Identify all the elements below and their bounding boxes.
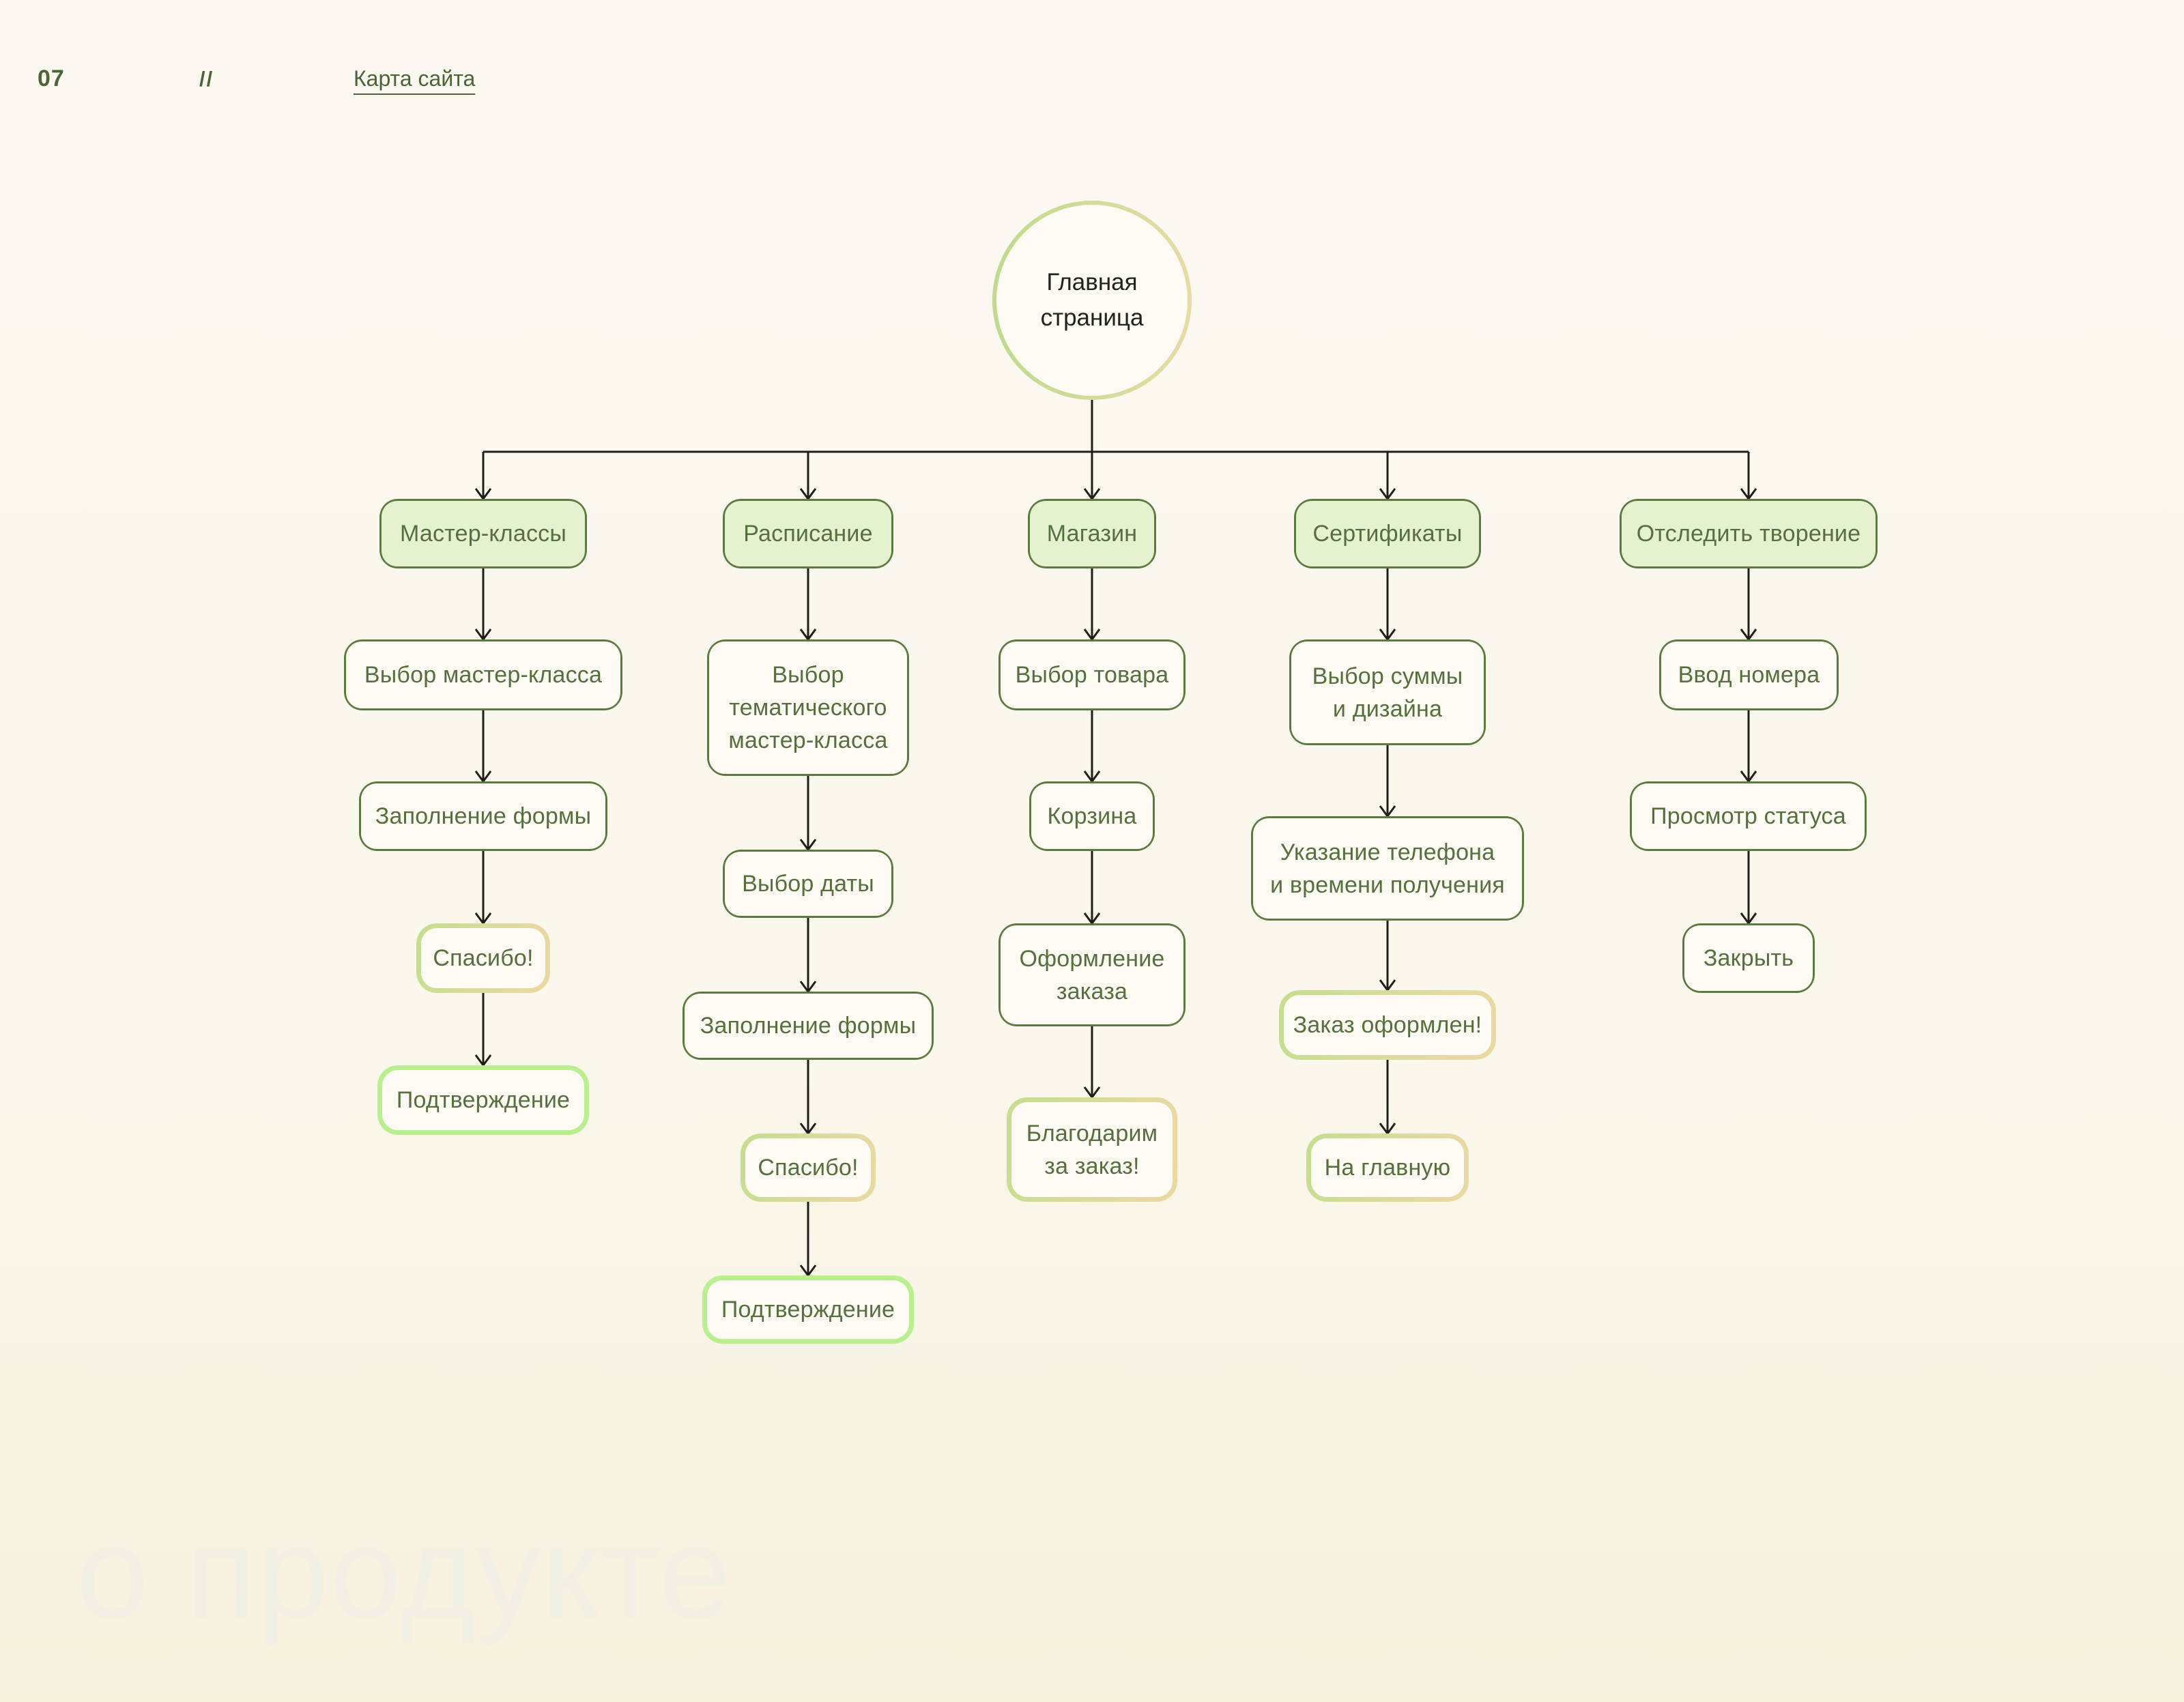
- node-surface: Закрыть: [1684, 925, 1813, 991]
- node-surface: Подтверждение: [382, 1070, 584, 1130]
- node-surface: Мастер-классы: [382, 501, 585, 566]
- node-label: Корзина: [1047, 803, 1137, 829]
- node-label: Сертификаты: [1312, 521, 1463, 547]
- flow-node: Заполнение формы: [682, 992, 934, 1060]
- node-surface: Заказ оформлен!: [1284, 995, 1491, 1055]
- node-label: Выбор суммы и дизайна: [1312, 663, 1463, 722]
- node-surface: Выбор товара: [1001, 641, 1183, 708]
- node-label: Расписание: [743, 521, 873, 547]
- flow-node: Ввод номера: [1659, 639, 1839, 710]
- node-label: Закрыть: [1703, 945, 1794, 971]
- flow-node: Выбор тематического мастер-класса: [707, 639, 909, 776]
- flow-node: Подтверждение: [702, 1275, 914, 1344]
- column-header-node: Расписание: [723, 499, 893, 568]
- node-surface: Выбор тематического мастер-класса: [709, 641, 907, 774]
- flow-node: Просмотр статуса: [1630, 781, 1867, 851]
- node-label: Отследить творение: [1636, 521, 1861, 547]
- node-surface: Магазин: [1030, 501, 1154, 566]
- node-label: Подтверждение: [721, 1297, 895, 1323]
- node-label: На главную: [1324, 1155, 1451, 1181]
- node-label: Оформление заказа: [1019, 945, 1165, 1005]
- flow-node: Подтверждение: [377, 1065, 589, 1135]
- page-number: 07: [38, 66, 65, 91]
- root-node: Главная страница: [992, 201, 1192, 400]
- column-header-node: Сертификаты: [1294, 499, 1481, 568]
- node-surface: Сертификаты: [1296, 501, 1479, 566]
- flow-node: Закрыть: [1682, 923, 1815, 993]
- node-label: Заполнение формы: [700, 1013, 917, 1039]
- node-surface: Спасибо!: [421, 928, 545, 988]
- flow-node: Благодарим за заказ!: [1007, 1097, 1177, 1202]
- node-surface: Выбор суммы и дизайна: [1291, 641, 1484, 743]
- flow-node: Оформление заказа: [998, 923, 1186, 1026]
- node-surface: Заполнение формы: [685, 994, 932, 1058]
- column-header-node: Отследить творение: [1620, 499, 1878, 568]
- node-surface: Указание телефона и времени получения: [1253, 818, 1522, 919]
- node-surface: Выбор даты: [725, 852, 891, 916]
- node-surface: Подтверждение: [707, 1280, 909, 1339]
- node-label: Подтверждение: [396, 1087, 571, 1113]
- node-surface: Оформление заказа: [1001, 925, 1183, 1024]
- watermark-text: о продукте: [76, 1501, 732, 1645]
- node-label: Выбор товара: [1015, 662, 1169, 688]
- node-surface: Заполнение формы: [361, 783, 605, 849]
- flow-node: Спасибо!: [416, 923, 550, 993]
- node-label: Спасибо!: [433, 945, 534, 971]
- node-label: Магазин: [1046, 521, 1138, 547]
- node-surface: Выбор мастер-класса: [346, 641, 620, 708]
- node-surface: Корзина: [1031, 783, 1153, 849]
- node-surface: Просмотр статуса: [1632, 783, 1865, 849]
- flow-node: Спасибо!: [741, 1134, 876, 1202]
- flow-node: Выбор мастер-класса: [344, 639, 622, 710]
- column-header-node: Мастер-классы: [379, 499, 587, 568]
- node-label: Выбор мастер-класса: [364, 662, 603, 688]
- root-node-label: Главная страница: [1040, 269, 1144, 331]
- node-label: Выбор даты: [742, 871, 874, 897]
- node-label: Заполнение формы: [375, 803, 592, 829]
- flow-node: Заполнение формы: [359, 781, 607, 851]
- node-label: Указание телефона и времени получения: [1270, 839, 1505, 898]
- node-surface: Ввод номера: [1661, 641, 1837, 708]
- node-label: Ввод номера: [1678, 662, 1820, 688]
- node-label: Выбор тематического мастер-класса: [728, 662, 888, 753]
- divider-slashes: //: [199, 67, 214, 91]
- node-label: Благодарим за заказ!: [1026, 1120, 1158, 1179]
- node-label: Спасибо!: [758, 1155, 859, 1181]
- page-title-link[interactable]: Карта сайта: [354, 66, 476, 91]
- node-surface: Отследить творение: [1622, 501, 1876, 566]
- node-label: Заказ оформлен!: [1293, 1012, 1482, 1038]
- flow-node: Выбор суммы и дизайна: [1289, 639, 1486, 745]
- column-header-node: Магазин: [1028, 499, 1156, 568]
- node-surface: Спасибо!: [745, 1138, 871, 1197]
- node-surface: На главную: [1311, 1138, 1464, 1197]
- flow-node: Указание телефона и времени получения: [1251, 816, 1524, 921]
- node-label: Просмотр статуса: [1650, 803, 1846, 829]
- flow-node: Выбор даты: [723, 850, 893, 918]
- flow-node: Выбор товара: [998, 639, 1186, 710]
- node-label: Мастер-классы: [400, 521, 566, 547]
- flow-node: Заказ оформлен!: [1279, 990, 1496, 1060]
- node-surface: Расписание: [725, 501, 891, 566]
- node-surface: Благодарим за заказ!: [1011, 1102, 1173, 1197]
- flow-node: Корзина: [1029, 781, 1155, 851]
- flow-node: На главную: [1306, 1134, 1469, 1202]
- root-node-surface: Главная страница: [996, 205, 1188, 396]
